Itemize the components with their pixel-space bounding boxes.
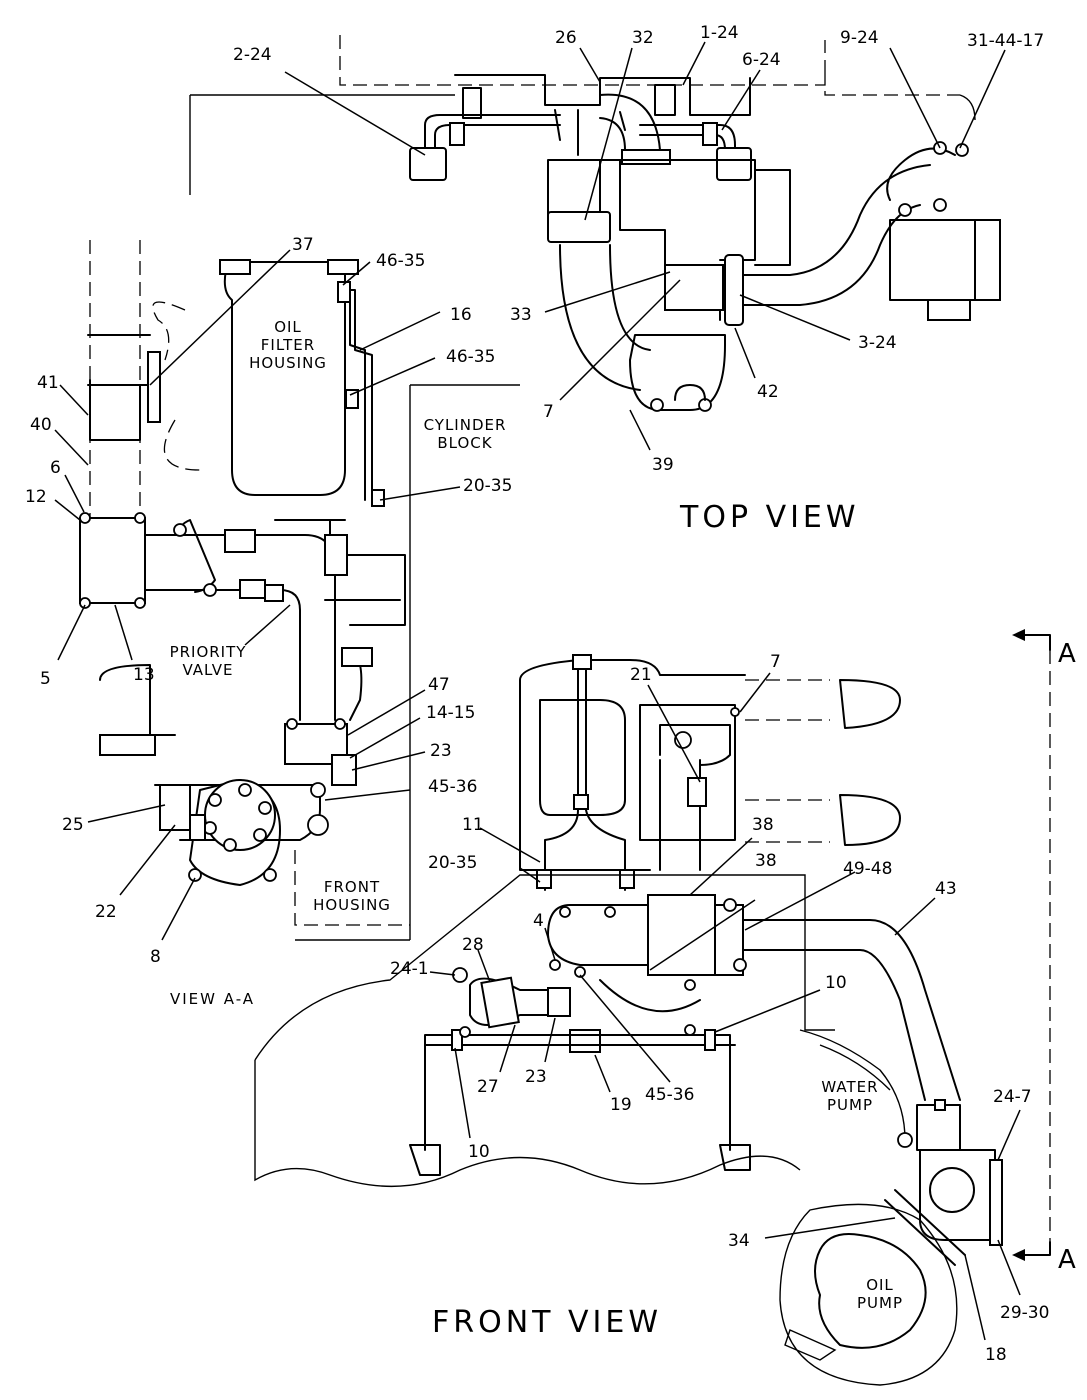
callout-labels: 2-24 26 32 1-24 6-24 9-24 31-44-17 37 46… xyxy=(25,23,1049,1365)
callout-25: 25 xyxy=(62,815,84,835)
callout-20-35-b: 20-35 xyxy=(428,853,477,873)
callout-38-a: 38 xyxy=(752,815,774,835)
view-a-a-title: VIEW A-A xyxy=(170,990,255,1008)
callout-20-35-a: 20-35 xyxy=(463,476,512,496)
callout-49-48: 49-48 xyxy=(843,859,892,879)
front-view-title: FRONT VIEW xyxy=(432,1305,662,1340)
section-marker xyxy=(1012,629,1051,1261)
callout-38-b: 38 xyxy=(755,851,777,871)
titles: TOP VIEW FRONT VIEW VIEW A-A A A xyxy=(170,500,1076,1340)
region-labels: OIL FILTER HOUSING CYLINDER BLOCK PRIORI… xyxy=(170,318,903,1312)
callout-39: 39 xyxy=(652,455,674,475)
callout-13: 13 xyxy=(133,665,155,685)
callout-31-44-17: 31-44-17 xyxy=(967,31,1044,51)
callout-12: 12 xyxy=(25,487,47,507)
callout-11: 11 xyxy=(462,815,484,835)
section-a-top: A xyxy=(1058,639,1076,669)
label-priority-valve-1: PRIORITY xyxy=(170,643,247,661)
view-a-a-drawing xyxy=(79,240,520,941)
pump-outlet xyxy=(929,1167,975,1213)
label-front-housing-2: HOUSING xyxy=(313,896,391,914)
callout-6: 6 xyxy=(50,458,61,478)
callout-1-24: 1-24 xyxy=(700,23,739,43)
callout-28: 28 xyxy=(462,935,484,955)
callout-40: 40 xyxy=(30,415,52,435)
callout-7-top: 7 xyxy=(543,402,554,422)
callout-41: 41 xyxy=(37,373,59,393)
callout-24-1: 24-1 xyxy=(390,959,429,979)
callout-19: 19 xyxy=(610,1095,632,1115)
callout-6-24: 6-24 xyxy=(742,50,781,70)
callout-32: 32 xyxy=(632,28,654,48)
elbow-flange xyxy=(621,149,671,165)
callout-10-b: 10 xyxy=(468,1142,490,1162)
callout-46-35-b: 46-35 xyxy=(446,347,495,367)
leader-lines xyxy=(54,41,1021,1341)
callout-24-7: 24-7 xyxy=(993,1087,1032,1107)
label-oil-filter-housing-1: OIL xyxy=(274,318,302,336)
connector-2-24 xyxy=(409,147,447,181)
label-cylinder-block-2: BLOCK xyxy=(437,434,492,452)
callout-33: 33 xyxy=(510,305,532,325)
callout-42: 42 xyxy=(757,382,779,402)
top-view-title: TOP VIEW xyxy=(679,500,860,535)
callout-23-a: 23 xyxy=(430,741,452,761)
callout-2-24: 2-24 xyxy=(233,45,272,65)
top-view-drawing xyxy=(189,35,1001,412)
callout-5: 5 xyxy=(40,669,51,689)
label-water-pump-2: PUMP xyxy=(827,1096,873,1114)
valve-38 xyxy=(647,894,716,976)
callout-7-front: 7 xyxy=(770,652,781,672)
callout-46-35-a: 46-35 xyxy=(376,251,425,271)
callout-43: 43 xyxy=(935,879,957,899)
callout-45-36-b: 45-36 xyxy=(645,1085,694,1105)
callout-47: 47 xyxy=(428,675,450,695)
label-oil-filter-housing-2: FILTER xyxy=(261,336,315,354)
valve-body-12-13 xyxy=(79,517,146,604)
label-cylinder-block-1: CYLINDER xyxy=(424,416,507,434)
callout-23-b: 23 xyxy=(525,1067,547,1087)
label-front-housing-1: FRONT xyxy=(324,878,380,896)
label-water-pump-1: WATER xyxy=(821,1078,878,1096)
callout-8: 8 xyxy=(150,947,161,967)
callout-10-a: 10 xyxy=(825,973,847,993)
callout-16: 16 xyxy=(450,305,472,325)
callout-27: 27 xyxy=(477,1077,499,1097)
callout-9-24: 9-24 xyxy=(840,28,879,48)
callout-14-15: 14-15 xyxy=(426,703,475,723)
label-oil-filter-housing-3: HOUSING xyxy=(249,354,327,372)
callout-45-36-a: 45-36 xyxy=(428,777,477,797)
label-oil-pump-2: PUMP xyxy=(857,1294,903,1312)
callout-37: 37 xyxy=(292,235,314,255)
filter-cap-32 xyxy=(547,211,611,243)
label-priority-valve-2: VALVE xyxy=(182,661,233,679)
callout-34: 34 xyxy=(728,1231,750,1251)
section-a-bottom: A xyxy=(1058,1245,1076,1275)
callout-26: 26 xyxy=(555,28,577,48)
callout-22: 22 xyxy=(95,902,117,922)
pump-flange xyxy=(974,219,1001,301)
callout-29-30: 29-30 xyxy=(1000,1303,1049,1323)
label-oil-pump-1: OIL xyxy=(866,1276,894,1294)
callout-21: 21 xyxy=(630,665,652,685)
callout-3-24: 3-24 xyxy=(858,333,897,353)
connector-6-24 xyxy=(716,147,752,181)
fitting-33 xyxy=(664,264,724,311)
callout-18: 18 xyxy=(985,1345,1007,1365)
callout-4: 4 xyxy=(533,911,544,931)
